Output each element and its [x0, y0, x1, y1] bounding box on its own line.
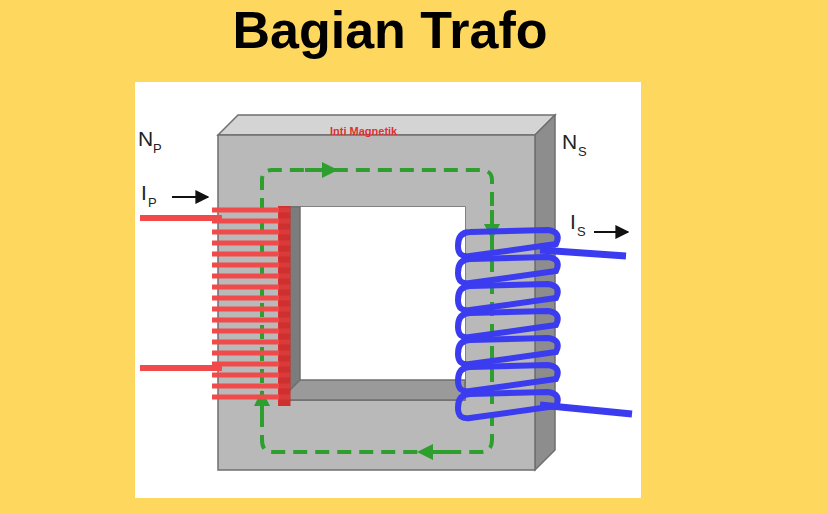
image-panel — [135, 82, 641, 498]
current-symbol: I — [570, 211, 576, 232]
secondary-coil — [458, 230, 632, 418]
subscript: S — [577, 225, 586, 238]
title: Bagian Trafo — [0, 4, 780, 56]
subscript: P — [148, 196, 157, 209]
turns-symbol: N — [562, 131, 577, 152]
magnetic-core — [218, 115, 555, 470]
current-arrow — [172, 196, 208, 198]
current-symbol: I — [141, 182, 147, 203]
primary-coil — [140, 206, 290, 406]
current-arrow — [594, 231, 628, 233]
core-label: Inti Magnetik — [330, 126, 397, 137]
turns-symbol: N — [138, 128, 153, 149]
subscript: S — [578, 145, 587, 158]
subscript: P — [153, 142, 162, 155]
